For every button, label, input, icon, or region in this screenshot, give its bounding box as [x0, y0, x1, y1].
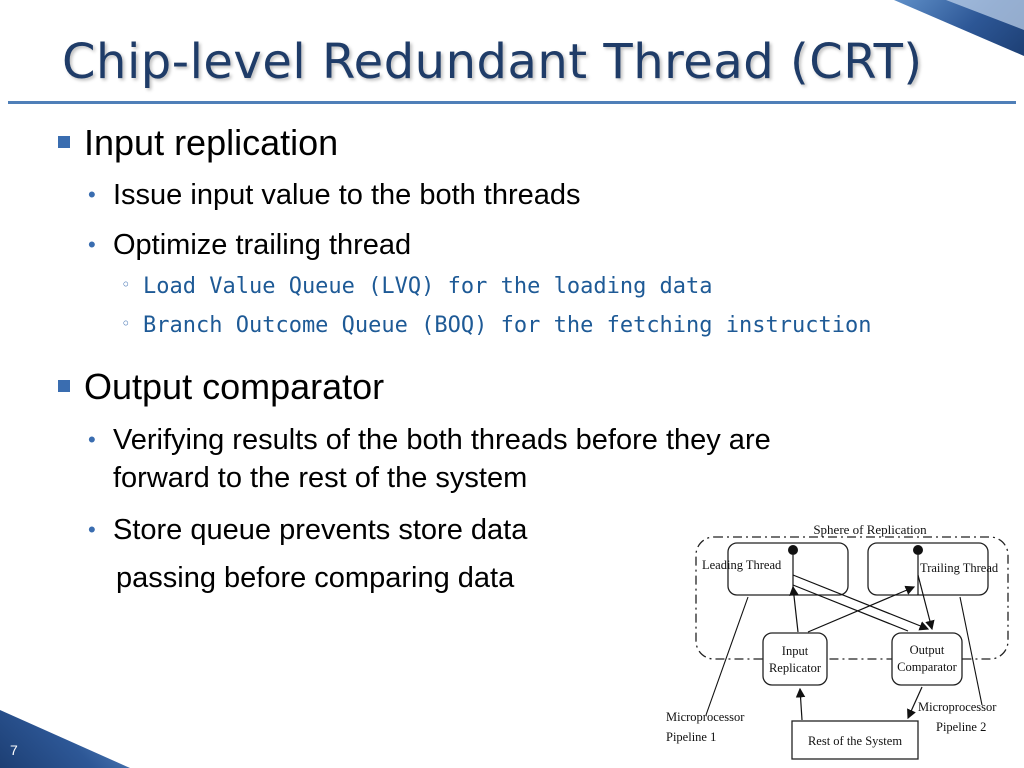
subbullet-verifying-continued: forward to the rest of the system [113, 462, 528, 494]
subsubbullet-text: Load Value Queue (LVQ) for the loading d… [143, 274, 713, 299]
sphere-boundary [695, 536, 1009, 660]
leading-thread-dot [788, 545, 798, 555]
trailing-to-comparator-arrow [917, 574, 935, 631]
subbullet-text-line1: Verifying results of the both threads be… [113, 424, 771, 456]
slide-title: Chip-level Redundant Thread (CRT) [62, 34, 923, 90]
replicator-to-leading-arrow [789, 585, 799, 633]
subsubbullet-boq: ◦ Branch Outcome Queue (BOQ) for the fet… [121, 313, 872, 338]
square-bullet-icon [58, 380, 70, 392]
square-bullet-icon [58, 136, 70, 148]
pipeline2-label-1: Microprocessor [918, 700, 997, 714]
subbullet-store-queue-continued: passing before comparing data [116, 562, 515, 594]
output-comparator-label-1: Output [910, 643, 945, 657]
pipeline1-label-1: Microprocessor [666, 710, 745, 724]
leading-thread-box [727, 542, 849, 596]
subbullet-text: Issue input value to the both threads [113, 179, 581, 211]
input-replicator-box [762, 632, 828, 686]
ring-bullet-icon: ◦ [121, 275, 131, 294]
subsubbullet-text: Branch Outcome Queue (BOQ) for the fetch… [143, 313, 872, 338]
subbullet-text: Store queue prevents store data [113, 514, 528, 546]
crt-diagram: Sphere of Replication Leading Thread Tra… [666, 522, 1009, 760]
output-comparator-label-2: Comparator [897, 660, 958, 674]
corner-decoration-bottom [0, 710, 130, 768]
dot-bullet-icon: • [88, 427, 96, 452]
bullet-input-replication: Input replication [58, 122, 339, 164]
trailing-thread-box [867, 542, 989, 596]
subbullet-optimize-trailing: • Optimize trailing thread [88, 225, 412, 265]
output-comparator-box [891, 632, 963, 686]
bullet-text: Output comparator [84, 366, 385, 407]
cross-line [792, 584, 909, 632]
dot-bullet-icon: • [88, 517, 96, 542]
comparator-to-system-arrow [907, 686, 923, 720]
system-to-replicator-arrow [795, 687, 806, 721]
ring-bullet-icon: ◦ [121, 314, 131, 333]
replicator-to-trailing-arrow [807, 585, 916, 633]
slide-number: 7 [10, 742, 18, 758]
subbullet-verifying: • Verifying results of the both threads … [88, 420, 771, 460]
pipeline1-label-2: Pipeline 1 [666, 730, 716, 744]
input-replicator-label-2: Replicator [769, 661, 822, 675]
trailing-thread-dot [913, 545, 923, 555]
rest-of-system-label: Rest of the System [808, 734, 902, 748]
pipeline2-label-2: Pipeline 2 [936, 720, 986, 734]
title-divider [8, 101, 1016, 104]
dot-bullet-icon: • [88, 182, 96, 207]
pipeline2-pointer [959, 596, 983, 706]
input-replicator-label-1: Input [782, 644, 809, 658]
trailing-thread-label: Trailing Thread [920, 561, 999, 575]
subbullet-issue-input: • Issue input value to the both threads [88, 175, 581, 215]
dot-bullet-icon: • [88, 232, 96, 257]
bullet-text: Input replication [84, 122, 339, 163]
subbullet-text: Optimize trailing thread [113, 229, 412, 261]
leading-thread-label: Leading Thread [702, 558, 782, 572]
subbullet-store-queue: • Store queue prevents store data [88, 510, 528, 550]
pipeline1-pointer [705, 596, 749, 716]
rest-of-system-box [791, 720, 919, 760]
subsubbullet-lvq: ◦ Load Value Queue (LVQ) for the loading… [121, 274, 713, 299]
bullet-output-comparator: Output comparator [58, 366, 385, 408]
sphere-label: Sphere of Replication [813, 522, 927, 537]
leading-to-comparator-arrow [792, 574, 930, 631]
